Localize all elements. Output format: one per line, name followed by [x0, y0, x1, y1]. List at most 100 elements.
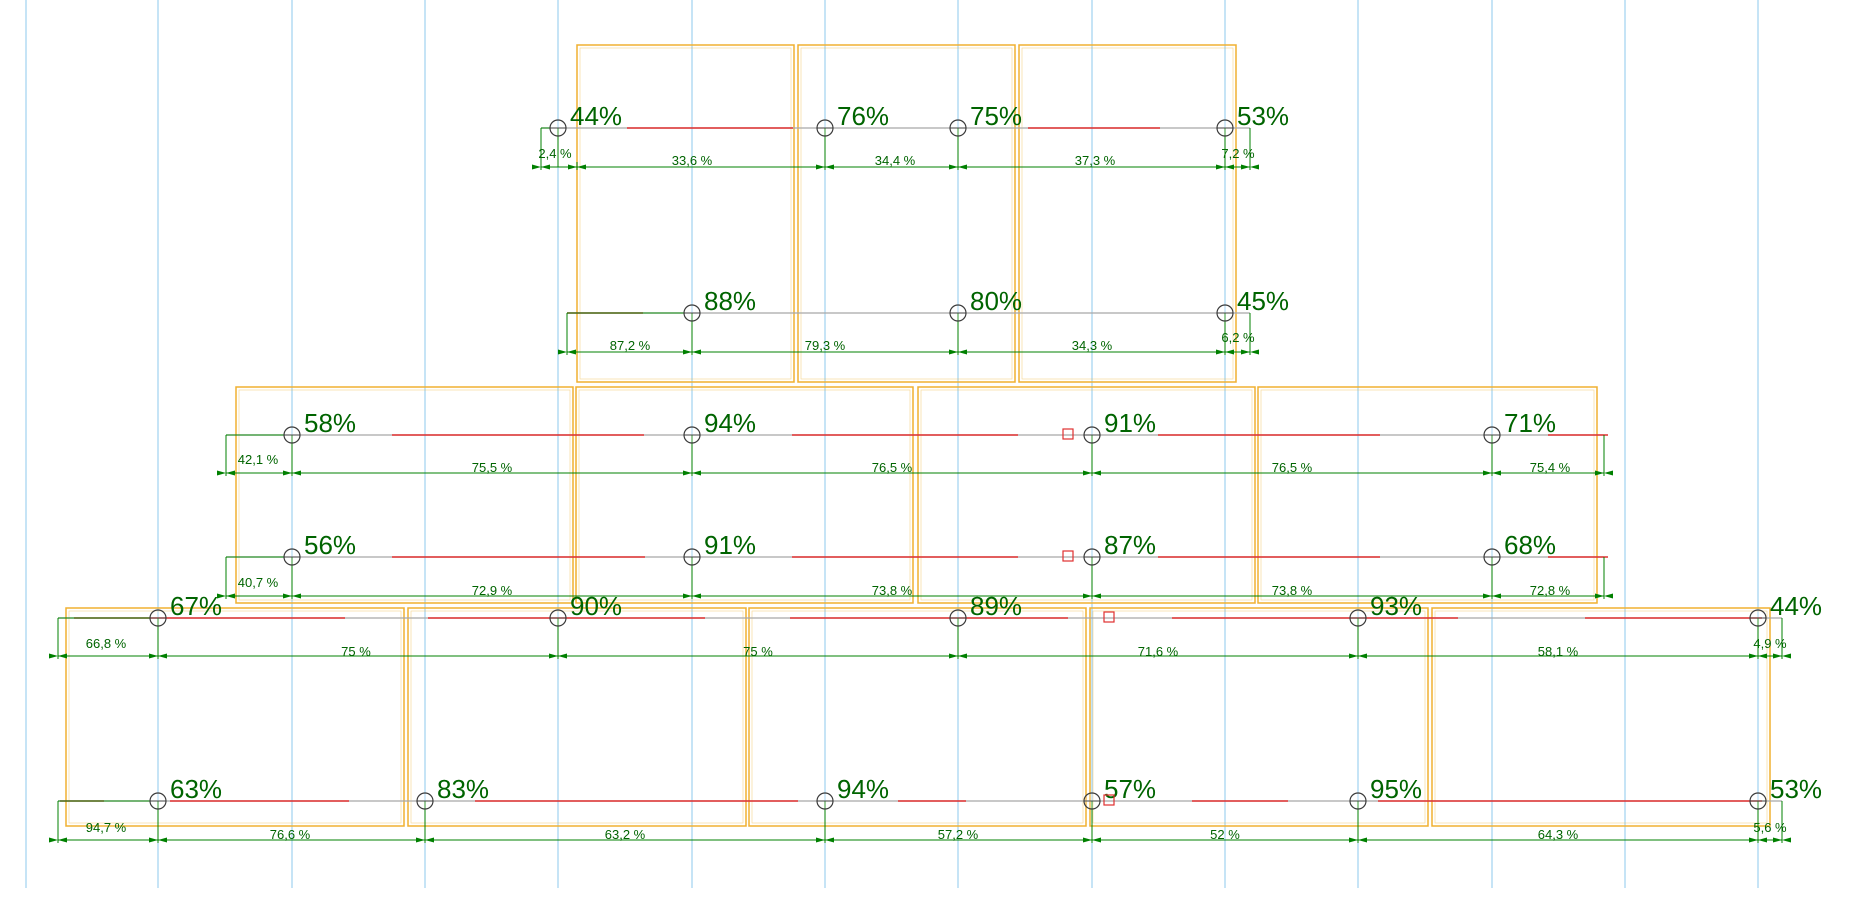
dimension-label: 76,5 % [872, 460, 913, 475]
dimension-label: 72,9 % [472, 583, 513, 598]
panel-inner [578, 389, 911, 601]
dim-arrow [283, 470, 292, 476]
dimension-label: 6,2 % [1221, 330, 1255, 345]
dim-arrow [149, 653, 158, 659]
dim-arrow [683, 593, 692, 599]
dim-arrow [692, 593, 701, 599]
dim-arrow [283, 593, 292, 599]
dimension-label: 58,1 % [1538, 644, 1579, 659]
dimension-label: 75 % [743, 644, 773, 659]
dimension-label: 73,8 % [872, 583, 913, 598]
dimension-label: 64,3 % [1538, 827, 1579, 842]
dim-arrow [683, 349, 692, 355]
dimension-label: 75 % [341, 644, 371, 659]
panel [576, 44, 795, 383]
dimension-label: 63,2 % [605, 827, 646, 842]
dim-arrow [158, 837, 167, 843]
panel [1018, 44, 1237, 383]
node-utilization-label: 87% [1104, 530, 1156, 560]
dim-arrow [1349, 837, 1358, 843]
node-utilization-label: 53% [1237, 101, 1289, 131]
node-utilization-label: 53% [1770, 774, 1822, 804]
dim-arrow [1349, 653, 1358, 659]
dim-arrow [558, 653, 567, 659]
dim-arrow [1083, 837, 1092, 843]
dim-arrow [58, 653, 67, 659]
dimension-label: 71,6 % [1138, 644, 1179, 659]
dimension-label: 37,3 % [1075, 153, 1116, 168]
panel [407, 607, 747, 827]
dim-arrow [1358, 837, 1367, 843]
grid-lines [25, 0, 1759, 888]
dim-arrow [1216, 349, 1225, 355]
node-utilization-label: 57% [1104, 774, 1156, 804]
panel [748, 607, 1087, 827]
panel [575, 386, 914, 604]
dim-arrow [1092, 470, 1101, 476]
red-square-marker-icon [1103, 794, 1115, 806]
node-utilization-label: 68% [1504, 530, 1556, 560]
panel-inner [920, 389, 1253, 601]
dimension-label: 73,8 % [1272, 583, 1313, 598]
panel [1431, 607, 1771, 827]
dim-arrow [1604, 470, 1613, 476]
dim-arrow [1092, 837, 1101, 843]
dim-arrow [217, 593, 226, 599]
dimension-label: 79,3 % [805, 338, 846, 353]
dim-arrow [1595, 470, 1604, 476]
dim-arrow [1782, 653, 1791, 659]
panel-inner [68, 610, 402, 824]
node-utilization-label: 91% [704, 530, 756, 560]
node-utilization-label: 75% [970, 101, 1022, 131]
dimension-label: 75,4 % [1530, 460, 1571, 475]
panel-inner [1092, 610, 1426, 824]
dim-arrow [217, 470, 226, 476]
dim-arrow [1773, 653, 1782, 659]
panel [65, 607, 405, 827]
node-utilization-label: 94% [704, 408, 756, 438]
dim-arrow [958, 164, 967, 170]
dim-arrow [292, 470, 301, 476]
dim-arrow [1758, 653, 1767, 659]
node-utilization-label: 89% [970, 591, 1022, 621]
node-utilization-label: 71% [1504, 408, 1556, 438]
node-utilization-label: 80% [970, 286, 1022, 316]
dim-arrow [683, 470, 692, 476]
red-square-marker-icon [1062, 428, 1074, 440]
node-utilization-label: 58% [304, 408, 356, 438]
dim-arrow [1241, 349, 1250, 355]
dim-arrow [1225, 164, 1234, 170]
panel [917, 386, 1256, 604]
dim-arrow [692, 470, 701, 476]
dim-arrow [49, 653, 58, 659]
dim-arrow [1758, 837, 1767, 843]
dim-arrow [549, 653, 558, 659]
dim-arrow [1092, 593, 1101, 599]
panel-inner [800, 47, 1013, 380]
dimension-label: 76,6 % [270, 827, 311, 842]
dim-arrow [416, 837, 425, 843]
dim-arrow [816, 837, 825, 843]
dimension-label: 76,5 % [1272, 460, 1313, 475]
dimension-label: 34,3 % [1072, 338, 1113, 353]
dim-arrow [1749, 837, 1758, 843]
dim-arrow [692, 349, 701, 355]
panel [797, 44, 1016, 383]
dim-arrow [226, 470, 235, 476]
dim-arrow [958, 653, 967, 659]
panel-inner [238, 389, 571, 601]
dim-arrow [1083, 470, 1092, 476]
dim-arrow [1483, 470, 1492, 476]
dim-arrow [158, 653, 167, 659]
red-square-marker-icon [1103, 611, 1115, 623]
dim-arrow [949, 653, 958, 659]
panel-inner [1021, 47, 1234, 380]
dimension-lines: 2,4 %33,6 %34,4 %37,3 %7,2 %87,2 %79,3 %… [49, 127, 1791, 843]
dimension-label: 94,7 % [86, 820, 127, 835]
dim-arrow [1782, 837, 1791, 843]
dim-arrow [1492, 593, 1501, 599]
dim-arrow [1250, 349, 1259, 355]
red-square-marker-icon [1062, 550, 1074, 562]
dimension-label: 4,9 % [1753, 636, 1787, 651]
dim-arrow [149, 837, 158, 843]
